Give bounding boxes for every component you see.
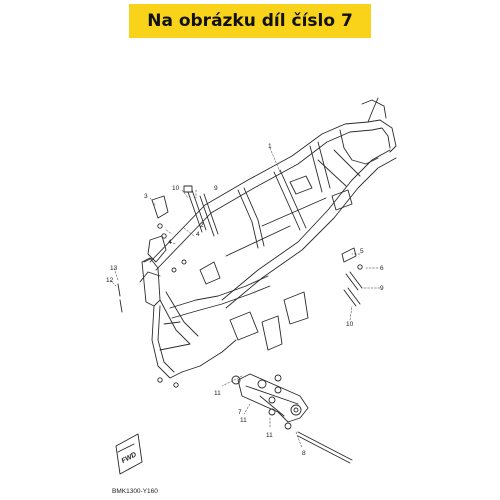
- callout-11c: 11: [266, 432, 273, 439]
- head-pipe-area: [139, 257, 309, 379]
- banner-text: Na obrázku díl číslo 7: [147, 11, 353, 31]
- callout-2: 2: [200, 222, 204, 229]
- fwd-arrow: [115, 433, 143, 475]
- fwd-label: FWD: [120, 451, 137, 465]
- engine-mount-link: [231, 373, 309, 430]
- rear-hoop: [317, 97, 397, 187]
- callout-11b: 11: [240, 417, 247, 424]
- callout-8: 8: [302, 450, 306, 457]
- fasteners: [117, 185, 363, 464]
- callout-9: 9: [214, 185, 218, 192]
- callout-7: 7: [238, 409, 242, 416]
- banner: Na obrázku díl číslo 7: [129, 4, 371, 38]
- frame-cross-members: [225, 141, 353, 257]
- callout-9b: 9: [380, 285, 384, 292]
- drawing-code: BMK1300-Y160: [112, 488, 158, 495]
- callout-12: 12: [106, 277, 114, 284]
- callout-5: 5: [360, 248, 364, 255]
- callout-11: 11: [214, 390, 221, 397]
- callout-10b: 10: [346, 321, 354, 328]
- callout-1: 1: [268, 143, 272, 150]
- callout-10: 10: [172, 185, 180, 192]
- callout-6: 6: [380, 265, 384, 272]
- callout-3: 3: [144, 193, 148, 200]
- callout-4: 4: [196, 231, 200, 238]
- callout-4b: 4: [168, 239, 172, 246]
- callout-13: 13: [110, 265, 118, 272]
- frame-right-rail: [221, 149, 397, 309]
- leader-lines: [109, 147, 381, 449]
- callouts: 1 2 3 4 4 5 6 7 8 9 9 10 10 11 11 11 12 …: [106, 143, 384, 495]
